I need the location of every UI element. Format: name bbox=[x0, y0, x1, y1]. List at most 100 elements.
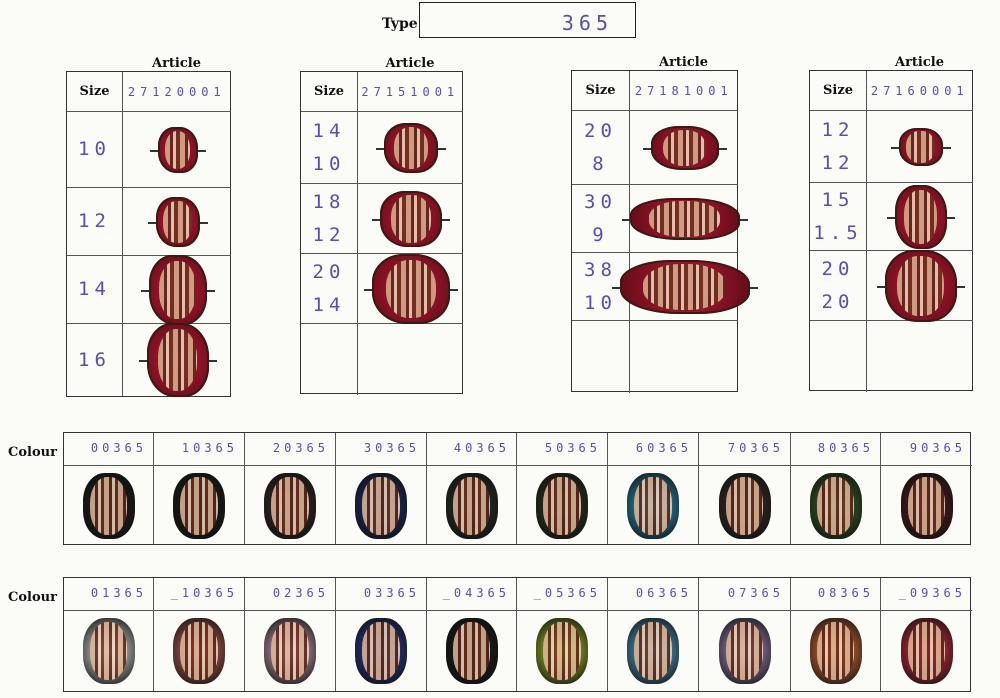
bead-image bbox=[372, 254, 450, 324]
colour-row1-cell: 50365 bbox=[517, 433, 608, 544]
bead-image bbox=[898, 128, 943, 166]
size-value: 10 bbox=[78, 138, 111, 161]
colour-code: _04365 bbox=[442, 586, 510, 600]
cell-divider bbox=[791, 465, 880, 466]
colour-row2-cell: _09365 bbox=[881, 578, 972, 691]
cell-divider bbox=[608, 610, 698, 611]
cell-divider bbox=[881, 610, 972, 611]
bead-image bbox=[173, 618, 225, 684]
cell-divider bbox=[517, 610, 607, 611]
bead-image bbox=[627, 473, 679, 539]
bead-cell bbox=[358, 254, 463, 324]
colour-row2-cell: 06365 bbox=[608, 578, 699, 691]
cell-divider bbox=[64, 465, 153, 466]
bead-cell bbox=[123, 188, 231, 256]
bead-image bbox=[445, 618, 498, 684]
type-label: Type bbox=[382, 16, 418, 32]
colour-code: 03365 bbox=[363, 586, 420, 600]
article-title: Article bbox=[385, 56, 435, 71]
bead-image bbox=[155, 197, 200, 247]
bead-cell bbox=[123, 112, 231, 188]
cell-divider bbox=[517, 465, 607, 466]
bead-image bbox=[82, 618, 135, 684]
bead-image bbox=[380, 191, 442, 247]
cell-divider bbox=[336, 610, 426, 611]
type-box: 365 bbox=[419, 2, 636, 38]
cell-divider bbox=[791, 610, 880, 611]
article-number: 27120001 bbox=[127, 84, 226, 99]
size-header: Size bbox=[314, 84, 344, 99]
bead-cell bbox=[123, 323, 231, 397]
cell-divider bbox=[154, 465, 244, 466]
bead-image bbox=[718, 473, 771, 539]
cell-divider bbox=[881, 465, 972, 466]
bead-image bbox=[884, 250, 957, 322]
bead-cell bbox=[611, 253, 758, 321]
colour-row1-cell: 30365 bbox=[336, 433, 427, 544]
size-header: Size bbox=[79, 84, 110, 99]
cell-divider bbox=[699, 465, 790, 466]
cell-divider bbox=[608, 465, 698, 466]
bead-cell bbox=[123, 255, 231, 325]
article-title: Article bbox=[658, 55, 708, 70]
bead-image bbox=[536, 618, 588, 684]
bead-image bbox=[173, 473, 225, 539]
bead-image bbox=[809, 618, 862, 684]
size-value: 12 12 bbox=[821, 119, 855, 174]
colour-code: _10365 bbox=[170, 586, 238, 600]
colour-code: 70365 bbox=[727, 441, 784, 455]
colour-label-row2: Colour bbox=[8, 590, 57, 605]
bead-image bbox=[264, 473, 316, 539]
bead-image bbox=[629, 198, 740, 240]
bead-image bbox=[157, 127, 198, 173]
colour-code: 01365 bbox=[90, 586, 147, 600]
bead-image bbox=[355, 618, 407, 684]
size-value: 20 14 bbox=[312, 261, 346, 316]
colour-row2-cell: 01365 bbox=[64, 578, 154, 691]
cell-divider bbox=[699, 610, 790, 611]
colour-row1-cell: 40365 bbox=[427, 433, 517, 544]
bead-cell bbox=[630, 111, 738, 185]
bead-image bbox=[148, 255, 207, 325]
colour-row1-cell: 60365 bbox=[608, 433, 699, 544]
bead-cell bbox=[867, 111, 973, 183]
colour-code: 08365 bbox=[817, 586, 874, 600]
bead-image bbox=[627, 618, 679, 684]
colour-row2-cell: 07365 bbox=[699, 578, 791, 691]
colour-row2-cell: 08365 bbox=[791, 578, 881, 691]
bead-cell bbox=[358, 184, 463, 254]
size-value: 15 1.5 bbox=[813, 189, 863, 244]
bead-image bbox=[900, 618, 953, 684]
colour-code: 40365 bbox=[453, 441, 510, 455]
size-value: 14 bbox=[78, 278, 111, 301]
bead-cell bbox=[358, 112, 463, 184]
colour-row2-cell: 03365 bbox=[336, 578, 427, 691]
colour-row2-cell: _04365 bbox=[427, 578, 517, 691]
bead-image bbox=[718, 618, 771, 684]
bead-image bbox=[384, 123, 438, 173]
colour-row1-cell: 10365 bbox=[154, 433, 245, 544]
cell-divider bbox=[427, 610, 516, 611]
colour-code: 06365 bbox=[635, 586, 692, 600]
bead-image bbox=[536, 473, 588, 539]
colour-row1-cell: 90365 bbox=[881, 433, 972, 544]
bead-image bbox=[809, 473, 862, 539]
colour-code: _09365 bbox=[898, 586, 966, 600]
colour-label-row1: Colour bbox=[8, 445, 57, 460]
colour-code: 00365 bbox=[90, 441, 147, 455]
article-number: 27181001 bbox=[634, 83, 733, 98]
colour-code: 60365 bbox=[635, 441, 692, 455]
bead-image bbox=[650, 126, 719, 170]
colour-row1-cell: 70365 bbox=[699, 433, 791, 544]
bead-image bbox=[619, 260, 750, 314]
bead-image bbox=[82, 473, 135, 539]
size-value: 38 10 bbox=[584, 259, 617, 314]
colour-code: 20365 bbox=[272, 441, 329, 455]
bead-image bbox=[355, 473, 407, 539]
colour-code: 90365 bbox=[909, 441, 966, 455]
cell-divider bbox=[64, 610, 153, 611]
bead-cell bbox=[358, 324, 463, 395]
cell-divider bbox=[427, 465, 516, 466]
